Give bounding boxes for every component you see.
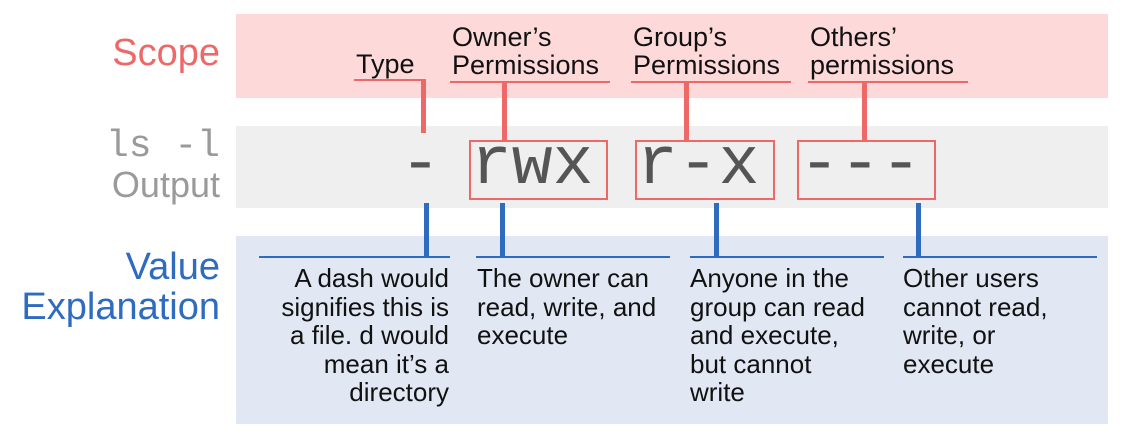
others-explanation-line: write, or [903, 320, 996, 350]
scope-others-label-line2: permissions [810, 50, 955, 80]
owner-permission-box [469, 140, 608, 200]
group-explanation-line: write [690, 377, 745, 407]
scope-owner-label-line1: Owner’s [452, 22, 552, 52]
owner-value-underline [476, 256, 670, 258]
group-explanation-line: and execute, [690, 320, 839, 350]
scope-group-underline [631, 81, 791, 83]
group-explanation-line: group can read [690, 291, 865, 322]
output-band [236, 126, 1108, 208]
output-row-label: Output [111, 164, 220, 205]
others-value-underline [903, 256, 1097, 258]
type-explanation-line: mean it’s a [323, 348, 449, 379]
value-row-label: Value [125, 246, 220, 288]
owner-explanation-line: execute [477, 320, 569, 350]
scope-row-label: Scope [112, 32, 220, 74]
scope-group-label-line2: Permissions [633, 50, 781, 80]
output-group-glyphs: r-x [637, 127, 760, 204]
group-explanation-line: Anyone in the [690, 263, 850, 293]
others-scope-connector [862, 81, 867, 141]
type-explanation-line: signifies this is [281, 291, 449, 322]
scope-owner-label-line2: Permissions [452, 50, 600, 80]
explanation-row-label: Explanation [21, 286, 220, 328]
group-value-connector [714, 203, 719, 257]
group-value-underline [690, 256, 884, 258]
type-explanation-line: directory [349, 377, 449, 407]
group-scope-connector [684, 81, 689, 141]
type-scope-connector [421, 81, 426, 133]
scope-others-label-line1: Others’ [810, 22, 898, 52]
scope-owner-underline [450, 81, 610, 83]
value-explanation-band [236, 236, 1108, 424]
ls-command-label: ls -l [105, 125, 220, 168]
owner-scope-connector [502, 81, 507, 141]
scope-type-underline [354, 79, 426, 81]
others-explanation-line: Other users [903, 263, 1039, 293]
owner-explanation-line: The owner can [477, 263, 649, 293]
group-explanation-line: but cannot [690, 348, 812, 379]
owner-explanation-line: read, write, and [477, 291, 657, 322]
output-others-glyphs: --- [799, 127, 922, 204]
output-type-glyph: - [400, 127, 441, 204]
type-explanation-line: A dash would [294, 263, 449, 293]
type-explanation-line: a file. d would [290, 320, 449, 350]
others-value-connector [916, 203, 921, 257]
group-permission-box [635, 140, 775, 200]
scope-others-underline [808, 81, 968, 83]
owner-value-connector [500, 203, 505, 257]
type-value-underline [259, 256, 450, 258]
type-value-connector [424, 203, 429, 257]
scope-band [236, 14, 1108, 98]
scope-group-label-line1: Group’s [633, 22, 728, 52]
others-explanation-line: cannot read, [903, 291, 1048, 322]
output-owner-glyphs: rwx [471, 127, 594, 204]
others-explanation-line: execute [903, 348, 995, 379]
others-permission-box [797, 140, 936, 200]
scope-type-label: Type [356, 49, 415, 79]
